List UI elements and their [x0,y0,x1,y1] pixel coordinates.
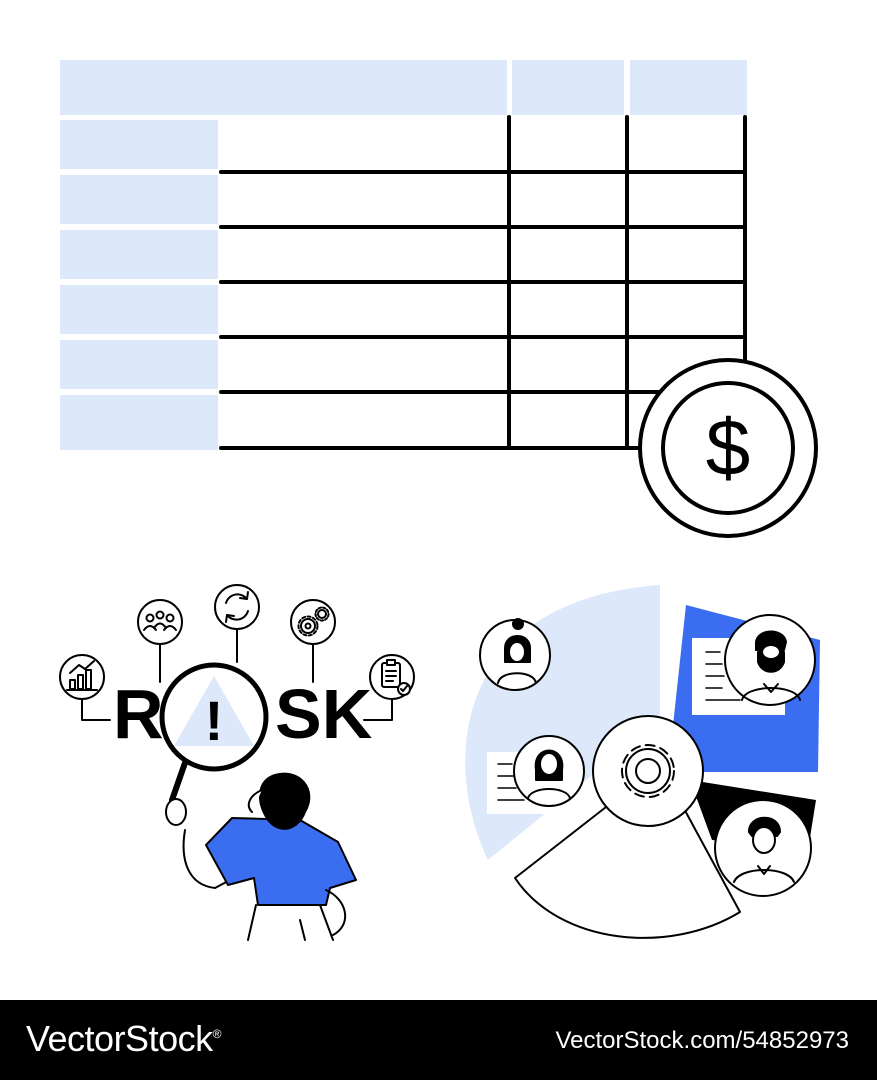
table-row-header [60,340,218,389]
currency-symbol: $ [706,403,751,492]
table-row-header [60,230,218,279]
person-avatar-icon [513,735,585,807]
person-avatar-icon [479,618,551,691]
brand-logo: VectorStock® [26,1018,221,1060]
person-avatar-icon [714,799,812,897]
magnifier-icon: ! [159,662,269,803]
team-icon [137,599,183,645]
table-grid [219,115,747,450]
table-row-header [60,285,218,334]
pie-slice-white [514,799,741,939]
person-figure [165,772,357,941]
table-header-cell [60,60,507,115]
table-row-header [60,175,218,224]
gears-icon [290,599,336,645]
table-header-cell [512,60,624,115]
risk-letter-r: R [113,675,164,753]
table-row-header [60,395,218,450]
gear-icon [592,715,704,827]
refresh-icon [214,584,260,630]
person-avatar-icon [724,614,816,706]
brand-mark: ® [212,1027,222,1041]
warning-exclamation: ! [205,689,224,752]
image-id: VectorStock.com/54852973 [555,1027,849,1054]
warning-triangle-icon [174,676,254,746]
table-row-header [60,120,218,169]
illustration: $ [59,60,820,941]
risk-concept: R SK ! [59,584,415,941]
dollar-coin-icon: $ [638,358,818,538]
watermark-footer: VectorStock® VectorStock.com/54852973 [0,1000,877,1080]
spreadsheet-table [60,60,747,450]
brand-name: VectorStock [26,1018,213,1059]
risk-letters-sk: SK [275,675,372,753]
table-header-cell [630,60,747,115]
checklist-icon [369,654,415,700]
team-pie-diagram [465,585,820,939]
bar-chart-icon [59,654,105,700]
